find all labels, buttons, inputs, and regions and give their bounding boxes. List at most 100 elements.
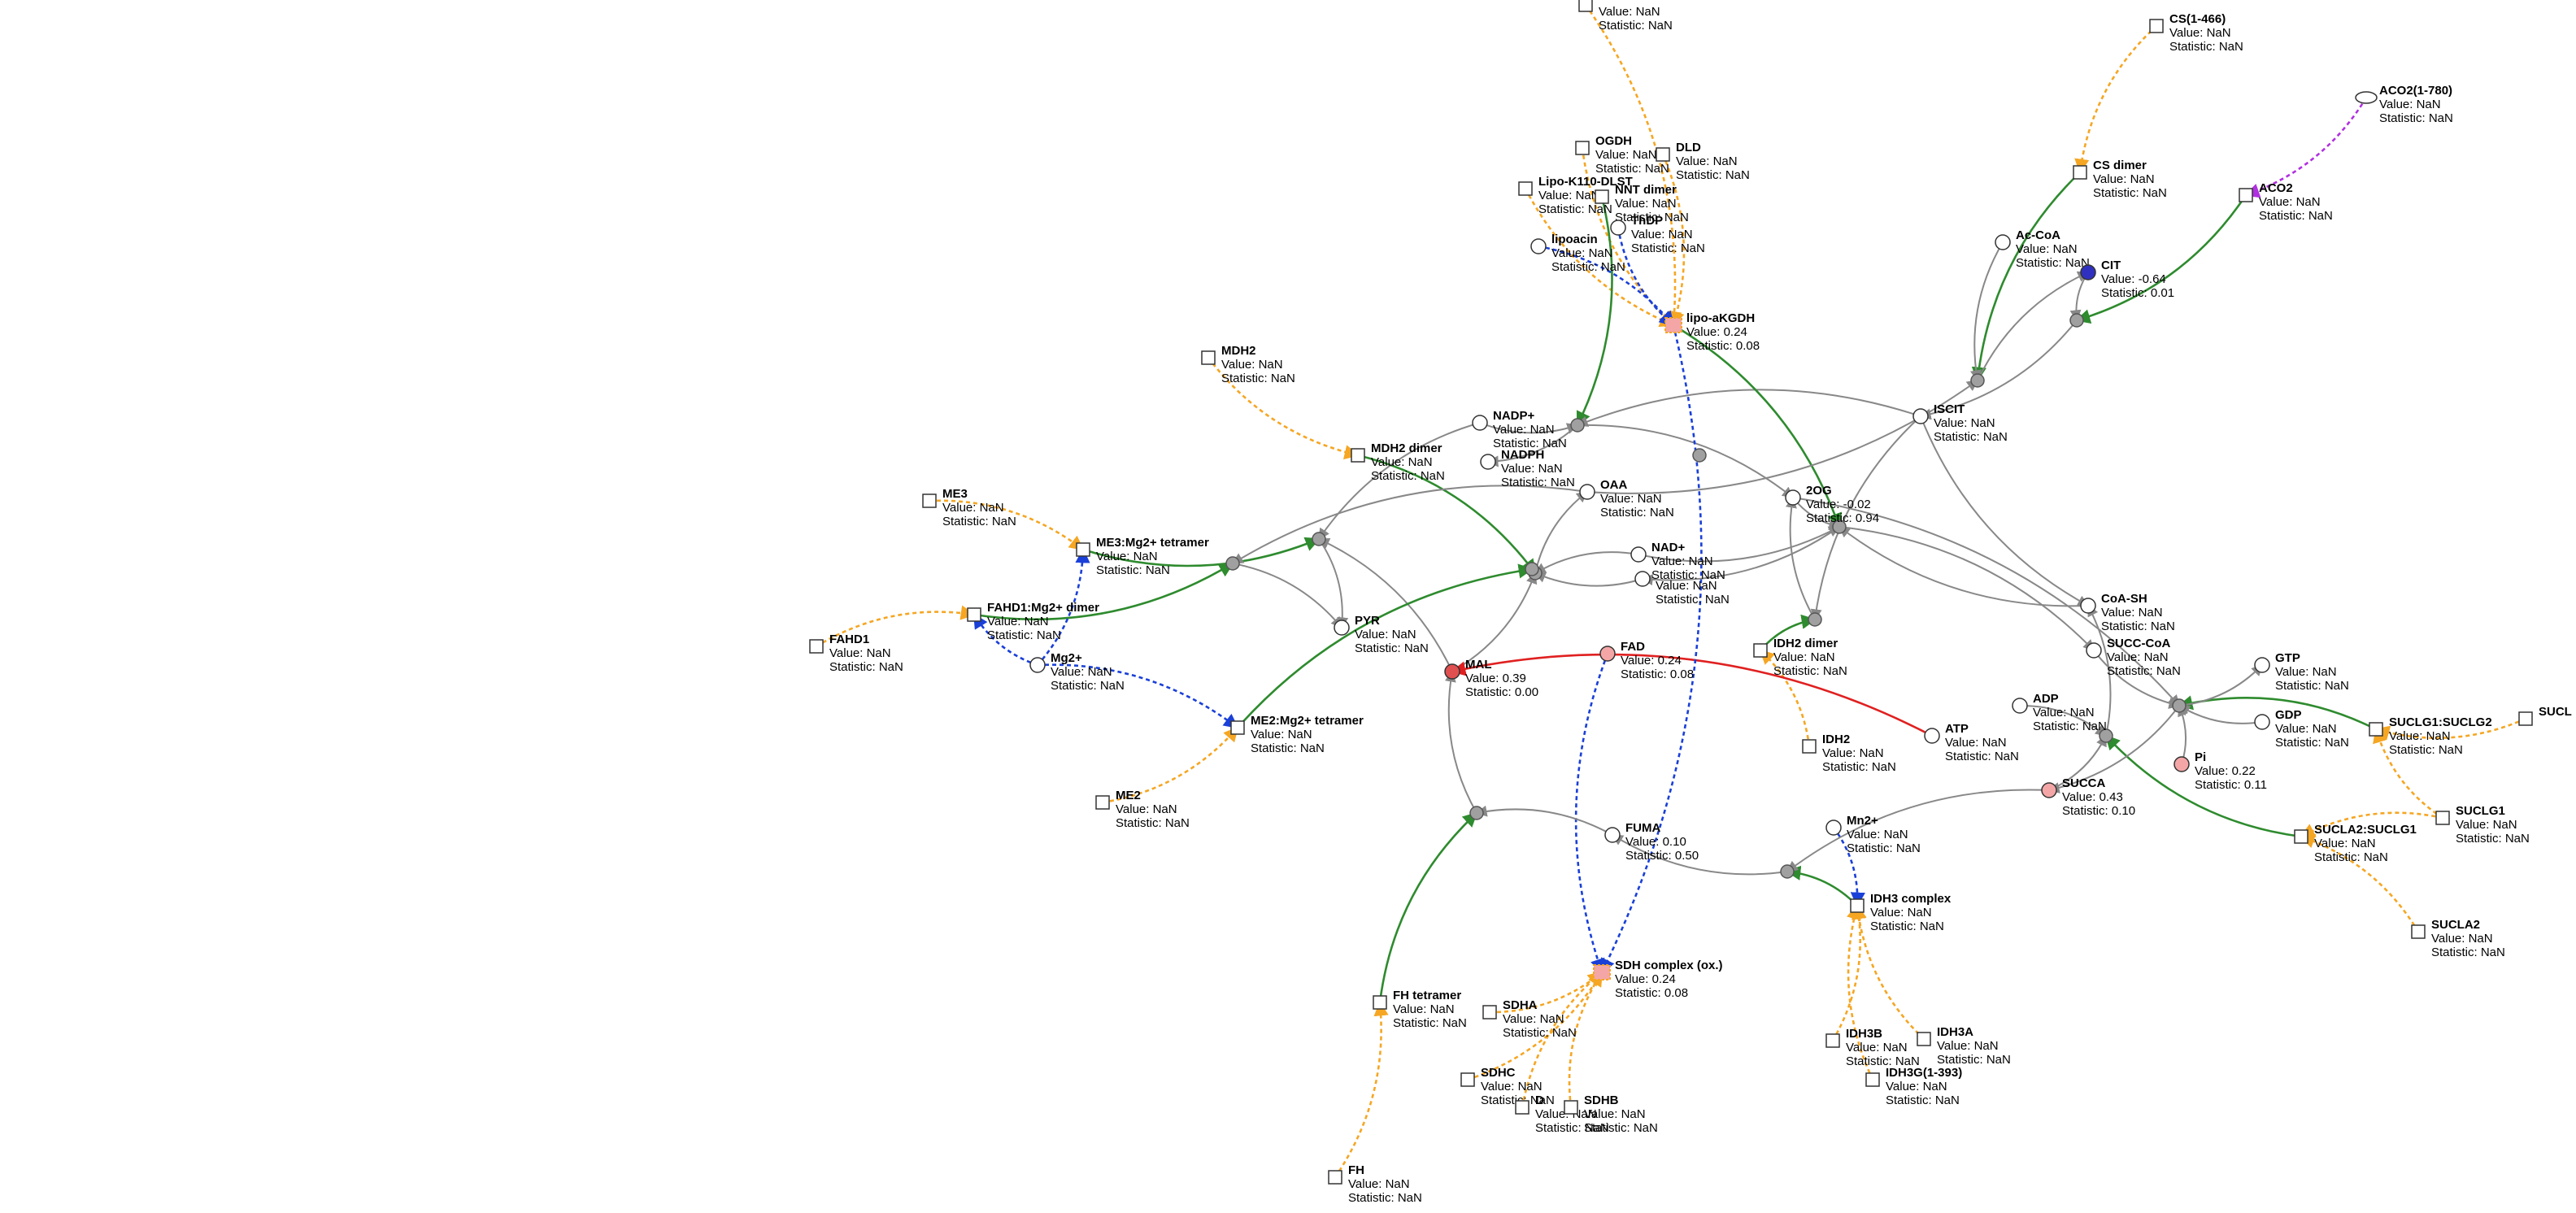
node-value: Value: NaN xyxy=(2456,818,2517,832)
edge-reaction-h_sucl-gtp xyxy=(2178,663,2263,706)
edge-reaction-pi-h_sucl xyxy=(2178,704,2189,765)
metabolite-circle-icon xyxy=(2174,756,2190,772)
node-statistic: Statistic: NaN xyxy=(1503,1026,1577,1040)
node-name: NADP+ xyxy=(1493,409,1535,423)
node-name: CoA-SH xyxy=(2101,592,2147,606)
protein-box-icon xyxy=(1825,1033,1840,1048)
reaction-hub[interactable] xyxy=(1832,520,1847,534)
reaction-hub[interactable] xyxy=(2069,313,2084,328)
reaction-hub[interactable] xyxy=(1780,864,1795,879)
reaction-hub[interactable] xyxy=(1225,556,1240,571)
node-value: Value: NaN xyxy=(1651,554,1713,568)
node-name: NADPH xyxy=(1501,448,1544,462)
reaction-hub[interactable] xyxy=(1525,562,1539,576)
node-name: NNT dimer xyxy=(1615,183,1677,197)
reaction-hub[interactable] xyxy=(1808,612,1822,627)
reaction-hub[interactable] xyxy=(2172,698,2187,713)
edge-reaction-h_fum-fuma xyxy=(1611,834,1788,876)
edge-reaction-fuma-h_fh xyxy=(1475,805,1613,836)
node-value: Value: NaN xyxy=(1096,550,1158,563)
node-sucl[interactable]: SUCL xyxy=(2518,705,2572,726)
edge-catalysis-fahd1-fahd1dimer xyxy=(816,605,976,648)
hub-layer xyxy=(1225,313,2187,879)
metabolite-circle-icon xyxy=(1912,408,1929,424)
reaction-hub[interactable] xyxy=(1570,418,1585,433)
reaction-hub[interactable] xyxy=(1312,532,1326,546)
metabolite-circle-icon xyxy=(2012,698,2028,714)
reaction-hub[interactable] xyxy=(1469,806,1484,820)
reaction-hub[interactable] xyxy=(1692,448,1707,463)
node-value: Value: NaN xyxy=(2314,837,2376,850)
node-value: Value: NaN xyxy=(2107,650,2169,664)
protein-box-icon xyxy=(1802,739,1817,754)
reaction-hub[interactable] xyxy=(1970,373,1985,388)
reaction-hub[interactable] xyxy=(2099,728,2113,743)
protein-box-icon xyxy=(1656,147,1670,162)
node-name: IDH2 dimer xyxy=(1773,637,1838,650)
node-value: Value: 0.24 xyxy=(1621,654,1682,667)
protein-box-icon xyxy=(1328,1170,1342,1185)
edge-reaction-h_me3-pyr xyxy=(1318,538,1349,629)
edge-binding-aco2_780-aco2 xyxy=(2244,97,2368,198)
